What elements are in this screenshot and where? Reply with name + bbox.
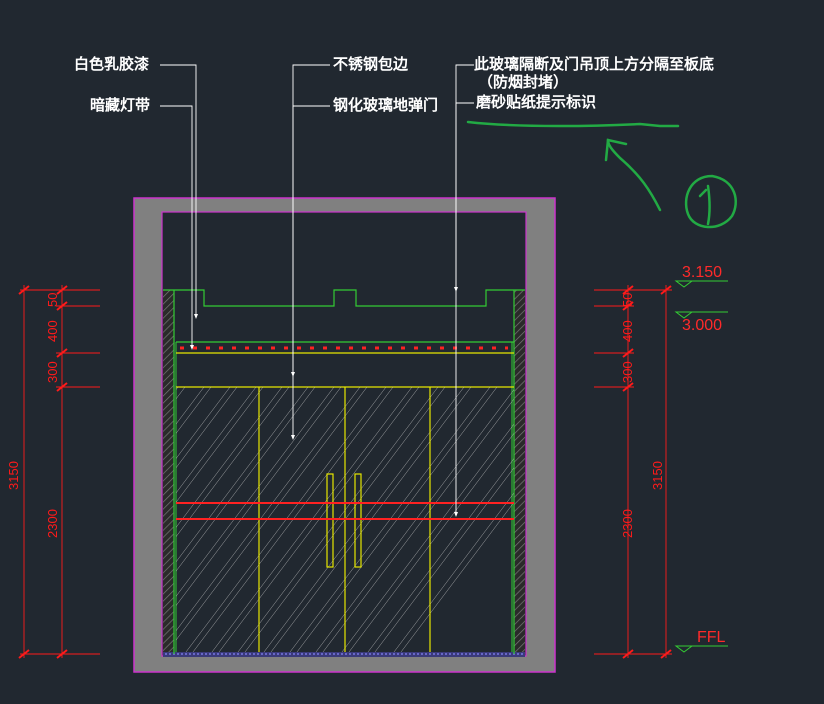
dimension-chain-left	[18, 285, 100, 659]
level-ffl: FFL	[697, 629, 726, 646]
leader-lines	[160, 64, 474, 515]
glass-hatch-line	[176, 387, 238, 469]
markup-annotation	[466, 120, 737, 229]
level-3150: 3.150	[682, 264, 722, 281]
glass-hatch-line	[176, 387, 264, 503]
glass-hatch-line	[0, 387, 133, 652]
ceiling-soffit	[163, 289, 525, 654]
glass-hatch-line	[176, 387, 257, 494]
floor-hatch	[163, 652, 525, 657]
label-partition-note-line2: （防烟封堵）	[478, 73, 568, 91]
dim-right-seg-50: 50	[620, 293, 635, 307]
markup-arrow-shaft	[606, 138, 662, 212]
markup-arrow-head	[604, 138, 628, 162]
wall-opening	[161, 211, 527, 657]
label-white-latex-paint: 白色乳胶漆	[74, 55, 149, 73]
glass-hatch-line	[176, 387, 212, 434]
left-column-hatch	[163, 290, 174, 654]
leader-arrowheads	[190, 287, 458, 517]
label-partition-note-line1: 此玻璃隔断及门吊顶上方分隔至板底	[474, 55, 714, 73]
door-handle-left	[326, 473, 334, 568]
dim-left-total: 3150	[6, 461, 21, 490]
wall-section	[133, 197, 556, 673]
dim-left-seg-2300: 2300	[45, 509, 60, 538]
leader-left-top	[160, 64, 197, 317]
label-frosted-film-note: 磨砂贴纸提示标识	[475, 93, 596, 111]
level-markers	[674, 280, 728, 653]
dim-left-seg-400: 400	[45, 320, 60, 342]
markup-circle	[684, 174, 737, 229]
label-tempered-glass-door: 钢化玻璃地弹门	[333, 96, 438, 114]
right-column-hatch	[514, 290, 525, 654]
markup-underline	[466, 120, 680, 128]
glass-hatch-line	[176, 387, 231, 459]
dim-right-seg-2300: 2300	[620, 509, 635, 538]
dimension-chain-right	[594, 285, 672, 659]
leader-center-bottom	[292, 105, 330, 438]
label-stainless-edging: 不锈钢包边	[333, 55, 409, 73]
label-hidden-light-strip: 暗藏灯带	[90, 96, 150, 114]
dim-right-total: 3150	[650, 461, 665, 490]
dim-left-seg-300: 300	[45, 361, 60, 383]
leader-left-bottom	[160, 105, 193, 348]
dim-right-seg-400: 400	[620, 320, 635, 342]
ceiling-profile	[163, 289, 525, 307]
glass-door-assembly	[0, 387, 514, 652]
level-3000: 3.000	[682, 317, 722, 334]
door-handle-right	[354, 473, 362, 568]
leader-right-bottom	[455, 102, 474, 515]
dim-left-seg-50: 50	[45, 293, 60, 307]
glass-hatch-line	[0, 387, 152, 652]
markup-number-stroke	[698, 184, 711, 226]
dim-right-seg-300: 300	[620, 361, 635, 383]
glass-hatch-line	[0, 387, 126, 652]
